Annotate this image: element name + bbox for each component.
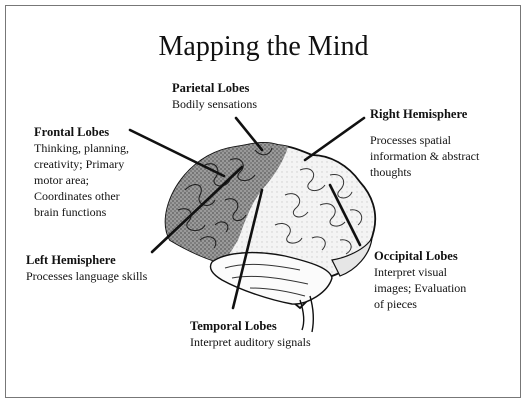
- temporal-description: Interpret auditory signals: [190, 334, 311, 350]
- frontal-pointer: [130, 130, 224, 176]
- occipital-description: Interpret visual images; Evaluation of p…: [374, 264, 466, 312]
- left-hemisphere-description: Processes language skills: [26, 268, 147, 284]
- occipital-heading: Occipital Lobes: [374, 248, 466, 264]
- label-temporal-lobes: Temporal Lobes Interpret auditory signal…: [190, 318, 311, 350]
- parietal-heading: Parietal Lobes: [172, 80, 257, 96]
- frontal-heading: Frontal Lobes: [34, 124, 129, 140]
- brain-illustration: [150, 140, 375, 332]
- label-occipital-lobes: Occipital Lobes Interpret visual images;…: [374, 248, 466, 312]
- right-hemisphere-heading: Right Hemisphere: [370, 106, 479, 122]
- right-hemisphere-description: Processes spatial information & abstract…: [370, 132, 479, 180]
- label-parietal-lobes: Parietal Lobes Bodily sensations: [172, 80, 257, 112]
- label-left-hemisphere: Left Hemisphere Processes language skill…: [26, 252, 147, 284]
- slide-title: Mapping the Mind: [0, 30, 527, 64]
- left-hemisphere-heading: Left Hemisphere: [26, 252, 147, 268]
- right-hemisphere-pointer: [305, 118, 364, 160]
- frontal-description: Thinking, planning, creativity; Primary …: [34, 140, 129, 220]
- label-right-hemisphere: Right Hemisphere Processes spatial infor…: [370, 106, 479, 180]
- parietal-description: Bodily sensations: [172, 96, 257, 112]
- label-frontal-lobes: Frontal Lobes Thinking, planning, creati…: [34, 124, 129, 220]
- temporal-heading: Temporal Lobes: [190, 318, 311, 334]
